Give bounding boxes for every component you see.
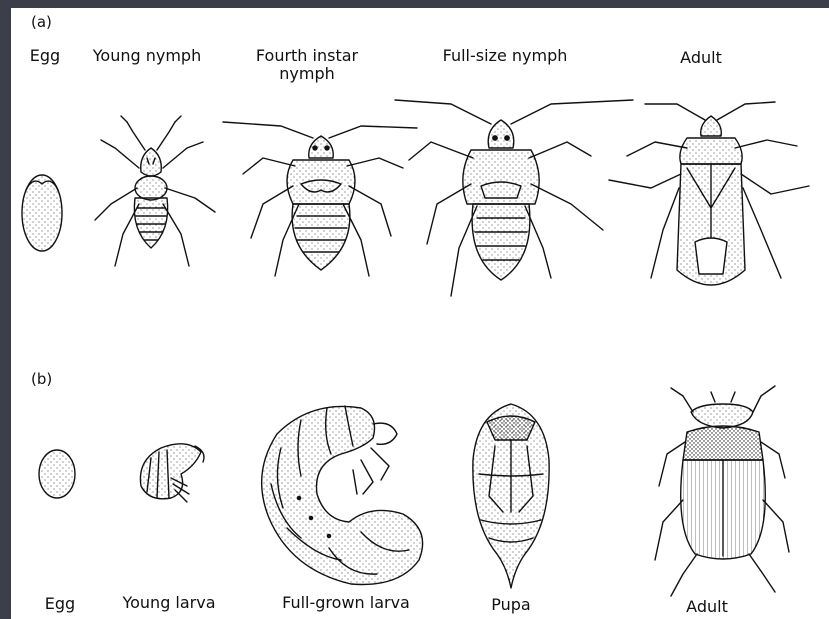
a-young-nymph-icon: [95, 116, 215, 266]
illustrations: [11, 8, 829, 619]
a-full-size-nymph-icon: [395, 100, 633, 296]
b-adult-beetle-icon: [655, 386, 789, 596]
b-young-larva-icon: [140, 444, 204, 502]
a-fourth-instar-nymph-icon: [223, 122, 417, 276]
b-egg-icon: [39, 450, 75, 498]
life-cycle-figure: (a) Egg Young nymph Fourth instar nymph …: [11, 8, 829, 619]
a-adult-bug-icon: [609, 102, 809, 285]
a-egg-icon: [22, 175, 62, 251]
b-full-grown-larva-icon: [262, 406, 423, 585]
b-pupa-icon: [473, 404, 549, 588]
